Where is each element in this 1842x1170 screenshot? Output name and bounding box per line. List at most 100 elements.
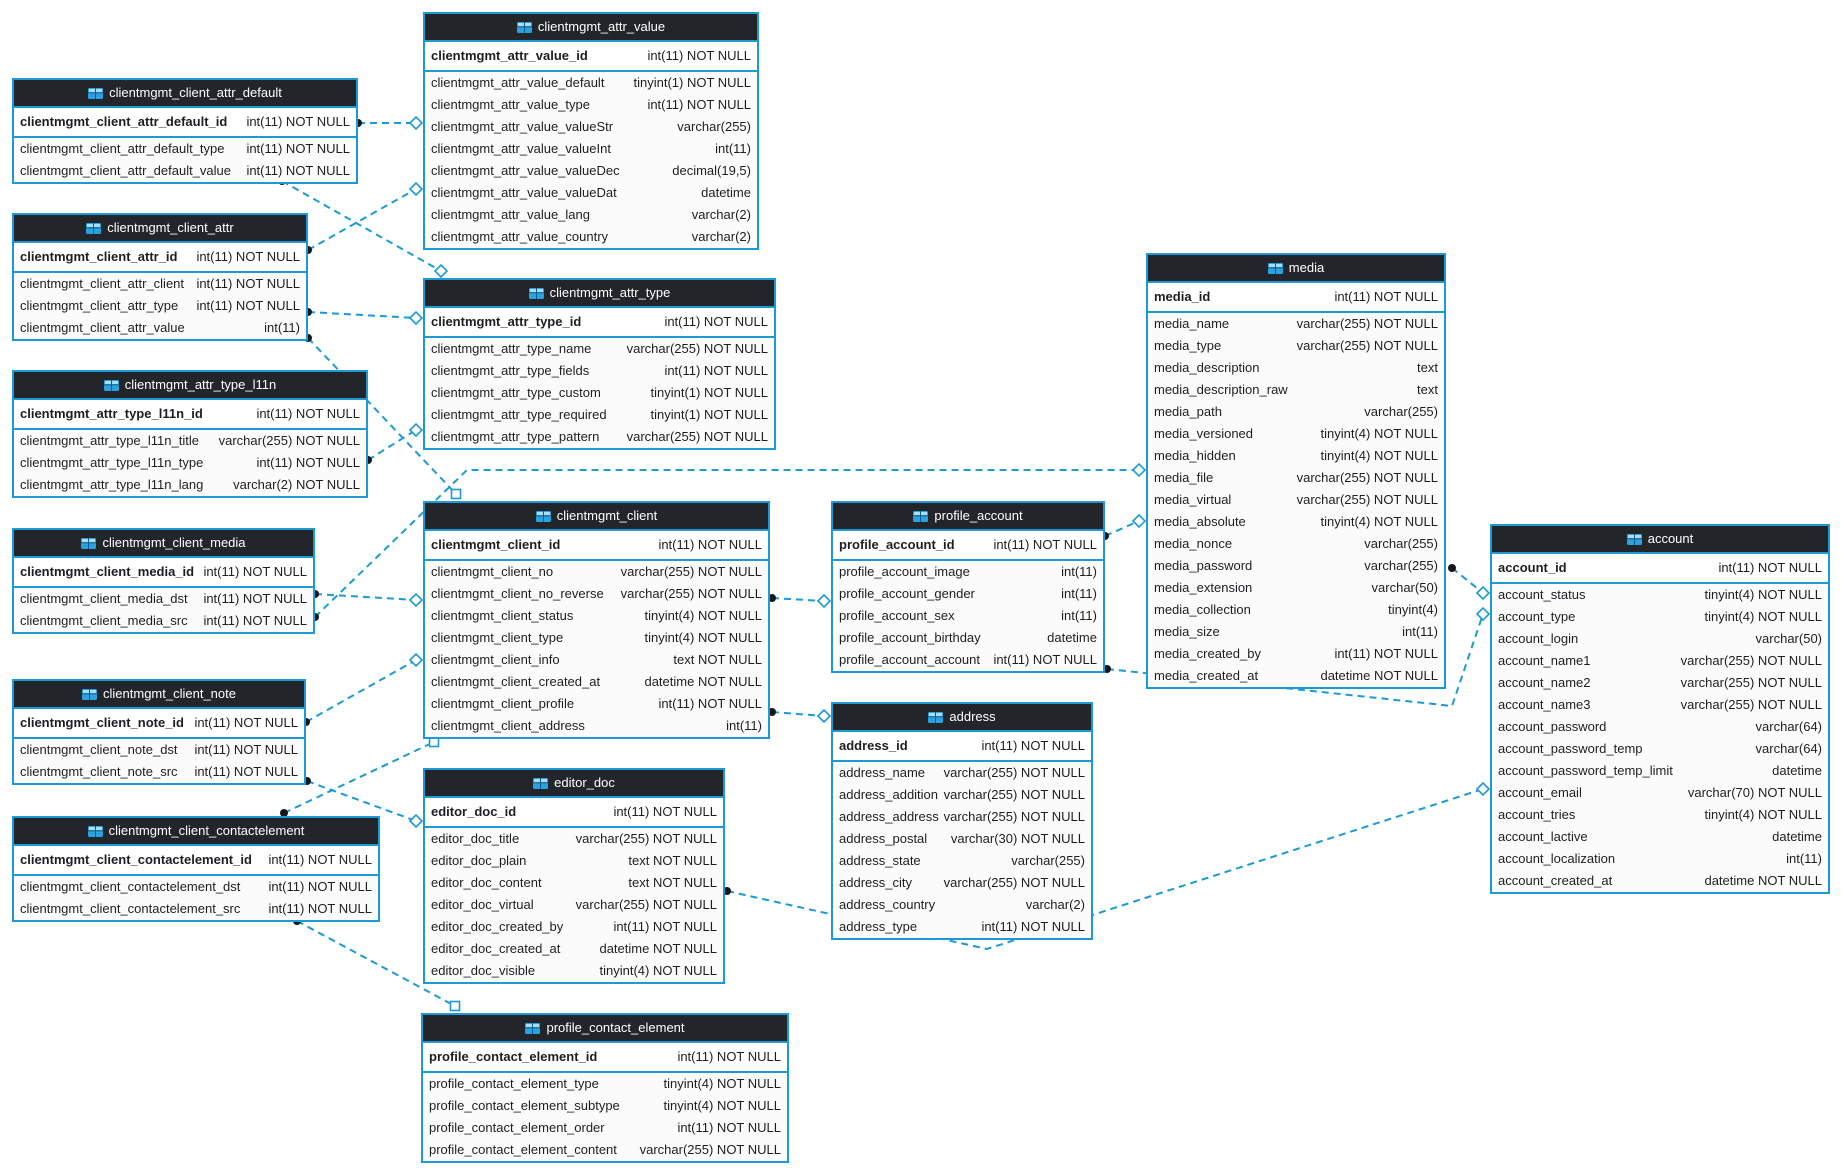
table-grid-icon bbox=[86, 222, 102, 234]
table-header-clientmgmt_client_attr_default[interactable]: clientmgmt_client_attr_default bbox=[14, 80, 356, 108]
relationship-editor_doc--account[interactable] bbox=[723, 781, 1491, 951]
table-header-clientmgmt_attr_value[interactable]: clientmgmt_attr_value bbox=[425, 14, 757, 42]
field-type: int(11) NOT NULL bbox=[246, 163, 350, 178]
table-header-editor_doc[interactable]: editor_doc bbox=[425, 770, 723, 798]
field-type: varchar(255) NOT NULL bbox=[626, 341, 768, 356]
table-header-account[interactable]: account bbox=[1492, 526, 1828, 554]
table-clientmgmt_client_media[interactable]: clientmgmt_client_media clientmgmt_client… bbox=[12, 528, 315, 634]
table-profile_contact_element[interactable]: profile_contact_element profile_contact_e… bbox=[421, 1013, 789, 1163]
field-name: clientmgmt_client_media_dst bbox=[20, 591, 188, 606]
field-type: int(11) bbox=[1061, 564, 1097, 579]
table-header-clientmgmt_client_attr[interactable]: clientmgmt_client_attr bbox=[14, 215, 306, 243]
field-type: tinyint(4) NOT NULL bbox=[644, 608, 762, 623]
table-header-clientmgmt_client[interactable]: clientmgmt_client bbox=[425, 503, 768, 531]
table-header-clientmgmt_client_media[interactable]: clientmgmt_client_media bbox=[14, 530, 313, 558]
field-name: address_postal bbox=[839, 831, 928, 846]
table-grid-icon bbox=[1626, 533, 1642, 545]
relationship-clientmgmt_client_contactelement--clientmgmt_client[interactable] bbox=[280, 736, 440, 818]
field-name: media_extension bbox=[1154, 580, 1253, 595]
field-type: tinyint(4) NOT NULL bbox=[644, 630, 762, 645]
field-type: datetime NOT NULL bbox=[599, 941, 717, 956]
table-header-clientmgmt_client_note[interactable]: clientmgmt_client_note bbox=[14, 681, 304, 709]
field-name: clientmgmt_client_attr_default_id bbox=[20, 114, 228, 129]
field-type: int(11) NOT NULL bbox=[256, 455, 360, 470]
relationship-clientmgmt_client_attr_default--clientmgmt_attr_value[interactable] bbox=[354, 115, 424, 131]
relationship-media--account[interactable] bbox=[1448, 564, 1491, 601]
relationship-clientmgmt_attr_type_l11n--clientmgmt_attr_type[interactable] bbox=[364, 422, 424, 464]
field-name: editor_doc_plain bbox=[431, 853, 527, 868]
table-header-profile_contact_element[interactable]: profile_contact_element bbox=[423, 1015, 787, 1043]
field-name: clientmgmt_attr_type_l11n_type bbox=[20, 455, 204, 470]
field-name: clientmgmt_client_profile bbox=[431, 696, 575, 711]
relationship-clientmgmt_client--address[interactable] bbox=[768, 708, 832, 724]
field-name: clientmgmt_client_attr_client bbox=[20, 276, 185, 291]
field-type: datetime bbox=[1772, 763, 1822, 778]
field-type: datetime bbox=[1772, 829, 1822, 844]
relationship-profile_account--account[interactable] bbox=[1103, 606, 1491, 708]
table-grid-icon bbox=[82, 688, 98, 700]
table-clientmgmt_client_attr[interactable]: clientmgmt_client_attr clientmgmt_client_… bbox=[12, 213, 308, 341]
table-clientmgmt_attr_type[interactable]: clientmgmt_attr_type clientmgmt_attr_type… bbox=[423, 278, 776, 450]
field-type: int(11) NOT NULL bbox=[613, 919, 717, 934]
table-header-clientmgmt_attr_type_l11n[interactable]: clientmgmt_attr_type_l11n bbox=[14, 372, 366, 400]
table-header-clientmgmt_attr_type[interactable]: clientmgmt_attr_type bbox=[425, 280, 774, 308]
relationship-clientmgmt_client--profile_account[interactable] bbox=[768, 593, 832, 609]
field-type: int(11) NOT NULL bbox=[268, 901, 372, 916]
relationship-clientmgmt_client_attr--clientmgmt_attr_type[interactable] bbox=[304, 308, 424, 326]
connector-dot bbox=[1448, 564, 1456, 572]
relationship-profile_account--media[interactable] bbox=[1101, 513, 1147, 540]
field-type: int(11) NOT NULL bbox=[194, 764, 298, 779]
field-name: editor_doc_content bbox=[431, 875, 542, 890]
field-name: profile_contact_element_subtype bbox=[429, 1098, 620, 1113]
table-header-profile_account[interactable]: profile_account bbox=[833, 503, 1103, 531]
table-title: editor_doc bbox=[554, 775, 615, 790]
relationship-clientmgmt_client_attr--clientmgmt_attr_value[interactable] bbox=[304, 181, 424, 254]
field-type: text NOT NULL bbox=[673, 652, 762, 667]
table-title: profile_contact_element bbox=[546, 1020, 685, 1035]
field-name: clientmgmt_attr_type_l11n_title bbox=[20, 433, 199, 448]
table-header-media[interactable]: media bbox=[1148, 255, 1444, 283]
table-clientmgmt_client_attr_default[interactable]: clientmgmt_client_attr_default clientmgmt… bbox=[12, 78, 358, 184]
field-type: int(11) NOT NULL bbox=[203, 591, 307, 606]
field-name: clientmgmt_attr_type_pattern bbox=[431, 429, 600, 444]
table-header-address[interactable]: address bbox=[833, 704, 1091, 732]
field-type: int(11) NOT NULL bbox=[194, 742, 298, 757]
field-name: address_country bbox=[839, 897, 936, 912]
table-grid-icon bbox=[88, 87, 104, 99]
relationship-clientmgmt_client_note--clientmgmt_client[interactable] bbox=[302, 652, 424, 726]
field-name: clientmgmt_attr_type_custom bbox=[431, 385, 601, 400]
table-header-clientmgmt_client_contactelement[interactable]: clientmgmt_client_contactelement bbox=[14, 818, 378, 846]
